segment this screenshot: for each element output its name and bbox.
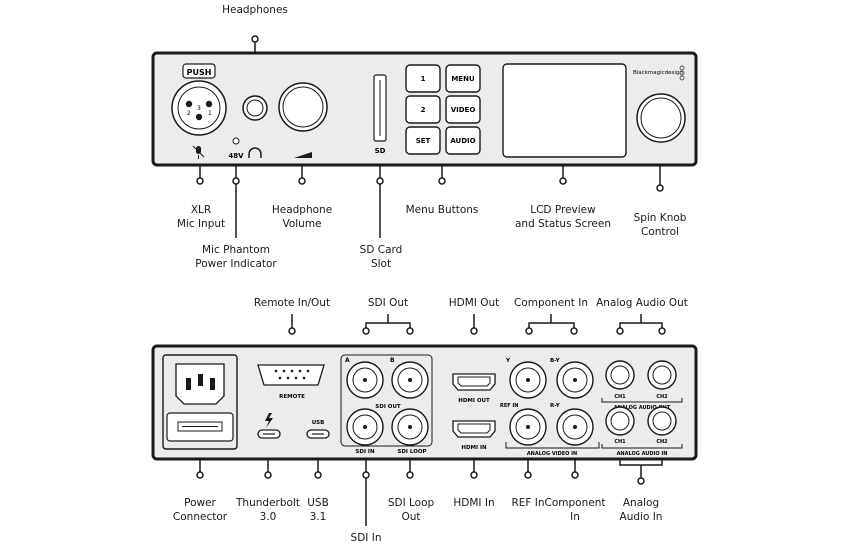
headphones-icon <box>248 147 262 158</box>
bnc-ref-in <box>509 408 547 446</box>
callout-hdmi-in: HDMI In <box>453 497 495 509</box>
in-ch1-label: CH1 <box>614 439 626 445</box>
sdi-b-label: B <box>390 357 395 364</box>
power-connector <box>162 354 238 450</box>
callout-analog-audio-out: Analog Audio Out <box>596 297 688 309</box>
in-ch2-label: CH2 <box>656 439 668 445</box>
front-panel: PUSH 2 3 1 48V SD <box>151 51 698 167</box>
ref-in-label: REF IN <box>500 403 518 409</box>
menu-button-2: 2 <box>405 95 441 124</box>
svg-text:1: 1 <box>421 75 426 83</box>
xlr-pin-3: 3 <box>197 105 201 112</box>
push-label: PUSH <box>187 68 212 77</box>
phantom-48v-label: 48V <box>228 152 244 160</box>
callout-hdmi-out: HDMI Out <box>448 297 500 309</box>
callout-remote-io: Remote In/Out <box>253 297 331 309</box>
sdi-out-label: SDI OUT <box>375 404 401 410</box>
analog-video-in-label: ANALOG VIDEO IN <box>527 451 577 457</box>
callout-headphones: Headphones <box>222 4 288 16</box>
analog-out-ch1-jack <box>605 360 635 390</box>
out-ch1-label: CH1 <box>614 394 626 400</box>
analog-in-ch2-jack <box>647 406 677 436</box>
callout-component-in: Component In <box>513 297 589 309</box>
hdmi-out-port <box>452 373 496 391</box>
sdi-in-label: SDI IN <box>355 449 375 455</box>
bnc-sdi-out-a <box>346 361 384 399</box>
sdi-loop-label: SDI LOOP <box>397 449 426 455</box>
sdi-a-label: A <box>345 357 350 364</box>
brand-label: Blackmagicdesign <box>633 70 683 76</box>
hdmi-out-label: HDMI OUT <box>458 398 490 404</box>
xlr-pin-1: 1 <box>208 110 212 117</box>
volume-ramp-icon <box>294 152 312 158</box>
microphone-icon <box>192 145 205 159</box>
callout-menu-buttons: Menu Buttons <box>405 204 479 216</box>
svg-text:AUDIO: AUDIO <box>450 137 475 145</box>
menu-button-1: 1 <box>405 64 441 93</box>
bnc-y <box>509 361 547 399</box>
callout-leaders <box>196 35 666 526</box>
y-label: Y <box>505 358 511 364</box>
menu-button-menu: MENU <box>445 64 481 93</box>
svg-text:MENU: MENU <box>451 75 475 83</box>
callout-sdi-out: SDI Out <box>367 297 409 309</box>
menu-button-audio: AUDIO <box>445 126 481 155</box>
xlr-pin-2: 2 <box>187 110 191 117</box>
usb-label: USB <box>312 420 325 426</box>
analog-out-ch2-jack <box>647 360 677 390</box>
analog-audio-out-label: ANALOG AUDIO OUT <box>614 405 671 411</box>
phantom-power-led <box>232 137 240 145</box>
bnc-sdi-out-b <box>391 361 429 399</box>
rear-panel: REMOTE USB A B SDI OUT SDI IN SDI LOOP H… <box>151 344 698 461</box>
analog-audio-in-label: ANALOG AUDIO IN <box>617 451 668 457</box>
thunderbolt-icon <box>265 413 273 428</box>
svg-text:VIDEO: VIDEO <box>451 106 476 114</box>
remote-connector: REMOTE <box>257 364 325 400</box>
bnc-sdi-loop <box>391 408 429 446</box>
svg-text:2: 2 <box>421 106 426 114</box>
by-label: B-Y <box>550 358 561 364</box>
out-ch2-label: CH2 <box>656 394 668 400</box>
callout-sdi-in: SDI In <box>350 532 382 544</box>
hdmi-in-port <box>452 420 496 438</box>
sd-label: SD <box>375 147 386 155</box>
analog-in-ch1-jack <box>605 406 635 436</box>
menu-button-video: VIDEO <box>445 95 481 124</box>
bnc-sdi-in <box>346 408 384 446</box>
bnc-ry <box>556 408 594 446</box>
bnc-by <box>556 361 594 399</box>
hdmi-in-label: HDMI IN <box>461 445 487 451</box>
lcd-screen <box>502 63 627 158</box>
remote-label: REMOTE <box>279 394 305 400</box>
svg-text:SET: SET <box>416 137 431 145</box>
ry-label: R-Y <box>550 403 561 409</box>
callout-ref-in: REF In <box>511 497 545 509</box>
menu-button-set: SET <box>405 126 441 155</box>
xlr-connector: PUSH 2 3 1 <box>171 63 227 136</box>
